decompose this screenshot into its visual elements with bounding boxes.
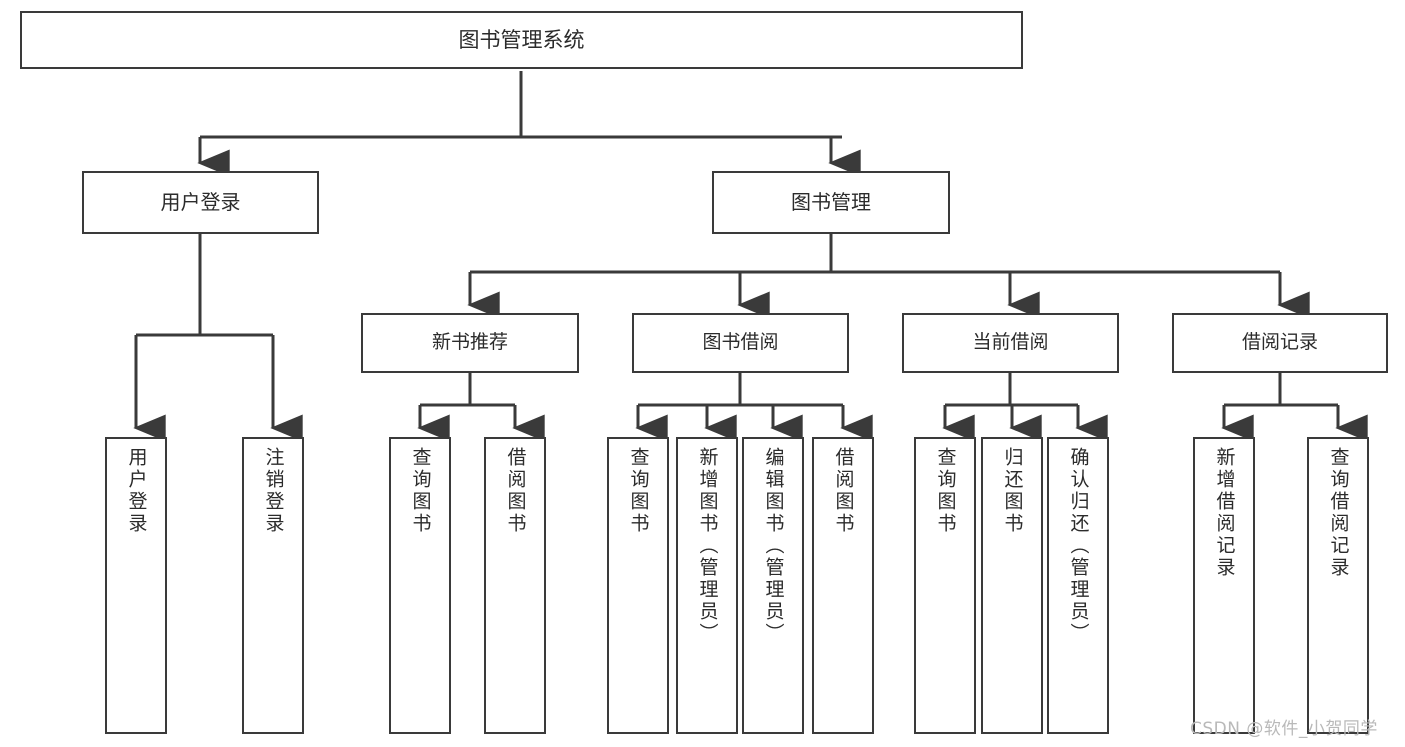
node-book-borrow-label: 图书借阅: [702, 331, 779, 354]
node-leaf-add-record[interactable]: 新增借阅记录: [1193, 437, 1255, 734]
node-new-book-recommend-label: 新书推荐: [431, 331, 508, 354]
node-leaf-query-book-2-label: 查询图书: [627, 447, 650, 535]
node-user-login-label: 用户登录: [160, 190, 241, 214]
node-leaf-query-record[interactable]: 查询借阅记录: [1307, 437, 1369, 734]
node-leaf-query-record-label: 查询借阅记录: [1327, 447, 1350, 579]
node-leaf-edit-book-label: 编辑图书（管理员）: [762, 447, 785, 645]
node-leaf-query-book-3-label: 查询图书: [934, 447, 957, 535]
node-borrow-record-label: 借阅记录: [1241, 331, 1318, 354]
node-leaf-confirm-return[interactable]: 确认归还（管理员）: [1047, 437, 1109, 734]
node-current-borrow[interactable]: 当前借阅: [902, 313, 1119, 373]
node-leaf-query-book-1[interactable]: 查询图书: [389, 437, 451, 734]
node-current-borrow-label: 当前借阅: [972, 331, 1049, 354]
node-leaf-query-book-3[interactable]: 查询图书: [914, 437, 976, 734]
node-leaf-edit-book[interactable]: 编辑图书（管理员）: [742, 437, 804, 734]
node-leaf-user-login[interactable]: 用户登录: [105, 437, 167, 734]
node-leaf-borrow-book-2-label: 借阅图书: [832, 447, 855, 535]
node-book-borrow[interactable]: 图书借阅: [632, 313, 849, 373]
node-leaf-user-login-label: 用户登录: [125, 447, 148, 535]
node-leaf-query-book-1-label: 查询图书: [409, 447, 432, 535]
node-book-manage[interactable]: 图书管理: [712, 171, 950, 234]
node-leaf-borrow-book-2[interactable]: 借阅图书: [812, 437, 874, 734]
node-leaf-add-book-label: 新增图书（管理员）: [696, 447, 719, 645]
node-new-book-recommend[interactable]: 新书推荐: [361, 313, 579, 373]
node-leaf-logout-label: 注销登录: [262, 447, 285, 535]
node-borrow-record[interactable]: 借阅记录: [1172, 313, 1388, 373]
node-leaf-return-book[interactable]: 归还图书: [981, 437, 1043, 734]
node-leaf-add-record-label: 新增借阅记录: [1213, 447, 1236, 579]
node-leaf-add-book[interactable]: 新增图书（管理员）: [676, 437, 738, 734]
node-leaf-confirm-return-label: 确认归还（管理员）: [1067, 447, 1090, 645]
node-leaf-borrow-book-1[interactable]: 借阅图书: [484, 437, 546, 734]
node-leaf-return-book-label: 归还图书: [1001, 447, 1024, 535]
node-leaf-query-book-2[interactable]: 查询图书: [607, 437, 669, 734]
node-book-manage-label: 图书管理: [791, 190, 871, 214]
csdn-watermark: CSDN @软件_小贺同学: [1190, 719, 1378, 739]
node-leaf-logout[interactable]: 注销登录: [242, 437, 304, 734]
node-root-label: 图书管理系统: [458, 27, 585, 52]
node-user-login[interactable]: 用户登录: [82, 171, 319, 234]
node-root[interactable]: 图书管理系统: [20, 11, 1023, 69]
node-leaf-borrow-book-1-label: 借阅图书: [504, 447, 527, 535]
